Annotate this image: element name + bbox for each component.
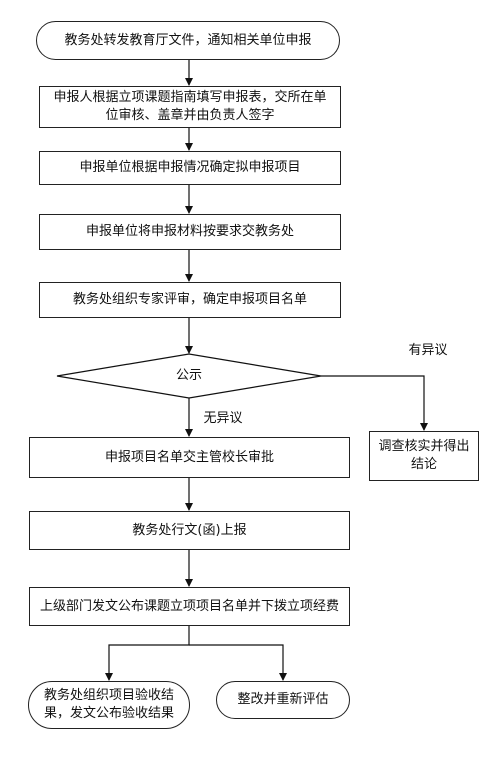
step-fill-application-text: 申报人根据立项课题指南填写申报表，交所在单位审核、盖章并由负责人签字 [53, 90, 327, 123]
arrow-step7-endleft [105, 626, 190, 681]
step-determine-projects-text: 申报单位根据申报情况确定拟申报项目 [79, 160, 301, 175]
step-principal-approval-text: 申报项目名单交主管校长审批 [104, 449, 274, 465]
side-investigate-text: 调查核实并得出结论 [378, 439, 470, 472]
decision-diamond [56, 353, 322, 399]
step-determine-projects: 申报单位根据申报情况确定拟申报项目 [39, 151, 341, 185]
end-rectify-text: 整改并重新评估 [237, 692, 329, 707]
arrow-decision-sidebox [321, 375, 428, 431]
step-report-upward-text: 教务处行文(函)上报 [132, 522, 247, 538]
step-submit-materials-text: 申报单位将申报材料按要求交教务处 [85, 224, 294, 239]
label-no-objection: 无异议 [203, 411, 243, 426]
start-node-text: 教务处转发教育厅文件，通知相关单位申报 [64, 32, 312, 48]
label-objection: 有异议 [408, 343, 448, 358]
arrow-step7-endright [189, 644, 287, 681]
decision-label: 公示 [175, 368, 202, 383]
end-rectify-node: 整改并重新评估 [216, 681, 350, 719]
step-expert-review-text: 教务处组织专家评审，确定申报项目名单 [72, 292, 307, 307]
end-acceptance-text: 教务处组织项目验收结果，发文公布验收结果 [43, 688, 174, 721]
step-submit-materials: 申报单位将申报材料按要求交教务处 [39, 214, 341, 250]
step-principal-approval: 申报项目名单交主管校长审批 [29, 437, 350, 478]
side-investigate-box: 调查核实并得出结论 [369, 431, 479, 481]
start-node: 教务处转发教育厅文件，通知相关单位申报 [36, 21, 340, 60]
step-publish-funding-text: 上级部门发文公布课题立项项目名单并下拨立项经费 [39, 598, 339, 614]
step-publish-funding: 上级部门发文公布课题立项项目名单并下拨立项经费 [29, 587, 350, 626]
step-report-upward: 教务处行文(函)上报 [29, 511, 350, 550]
step-expert-review: 教务处组织专家评审，确定申报项目名单 [39, 282, 341, 318]
end-acceptance-node: 教务处组织项目验收结果，发文公布验收结果 [28, 681, 190, 729]
step-fill-application: 申报人根据立项课题指南填写申报表，交所在单位审核、盖章并由负责人签字 [39, 86, 341, 128]
